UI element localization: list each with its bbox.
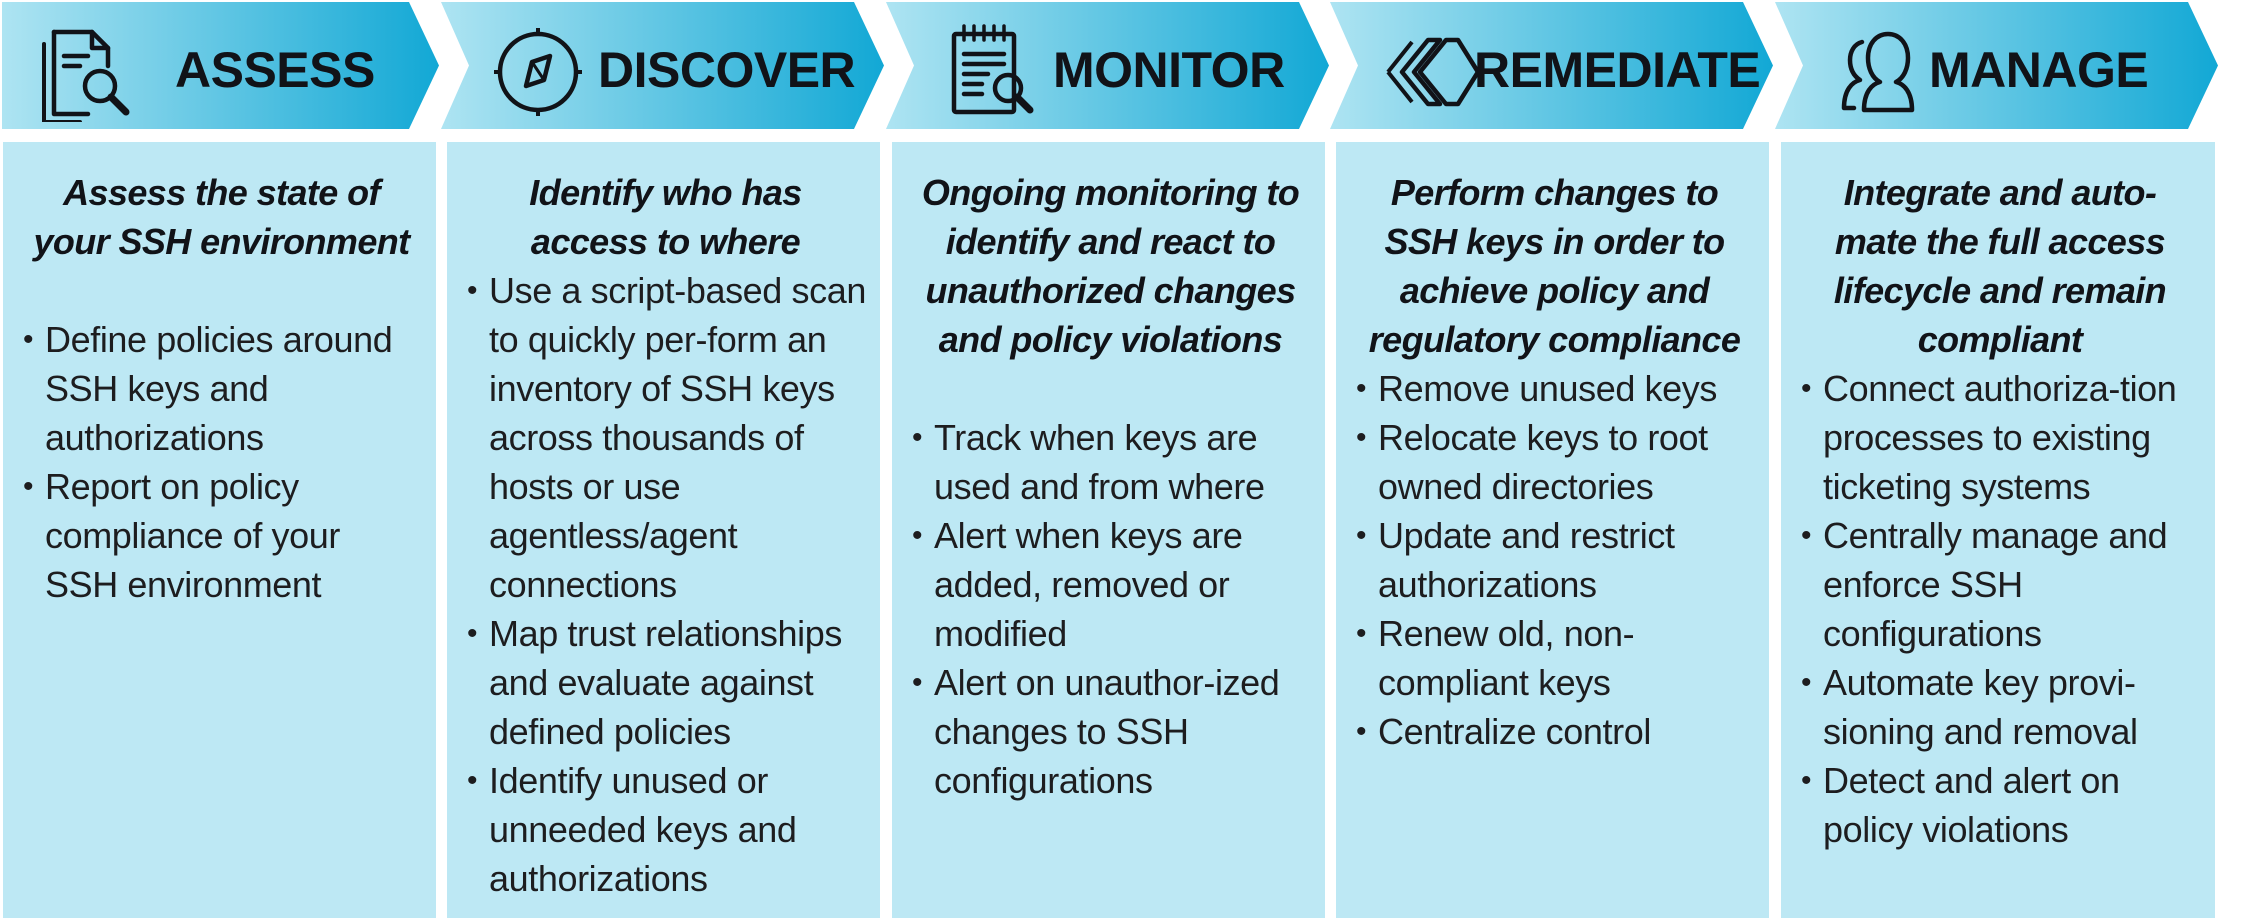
bullet-item: Remove unused keys (1354, 364, 1755, 413)
bullet-item: Detect and alert on policy violations (1799, 756, 2201, 854)
bullet-item: Relocate keys to root owned directories (1354, 413, 1755, 511)
phase-panel-manage: Integrate and auto-mate the full access … (1781, 142, 2215, 918)
bullet-item: Alert on unauthor-ized changes to SSH co… (910, 658, 1311, 805)
bullet-item: Renew old, non-compliant keys (1354, 609, 1755, 707)
users-icon (1832, 22, 1932, 122)
bullet-item: Use a script-based scan to quickly per-f… (465, 266, 866, 609)
phase-arrow-discover (441, 2, 884, 129)
phase-title-discover: DISCOVER (598, 42, 856, 98)
phase-title-monitor: MONITOR (1053, 42, 1285, 98)
phase-bullets-remediate: Remove unused keysRelocate keys to root … (1354, 364, 1755, 756)
notepad-magnifier-icon (942, 20, 1042, 120)
document-magnifier-icon (36, 22, 136, 122)
stacked-diamonds-icon (1382, 22, 1482, 122)
bullet-item: Track when keys are used and from where (910, 413, 1311, 511)
phase-heading-manage: Integrate and auto-mate the full access … (1833, 172, 2167, 360)
bullet-item: Identify unused or unneeded keys and aut… (465, 756, 866, 903)
bullet-item: Centrally manage and enforce SSH configu… (1799, 511, 2201, 658)
phase-bullets-assess: Define policies around SSH keys and auth… (21, 315, 422, 609)
phase-panel-assess: Assess the state of your SSH environment… (3, 142, 436, 918)
phase-heading-remediate: Perform changes to SSH keys in order to … (1368, 172, 1741, 360)
bullet-item: Automate key provi-sioning and removal (1799, 658, 2201, 756)
bullet-item: Centralize control (1354, 707, 1755, 756)
phase-title-manage: MANAGE (1929, 42, 2149, 98)
phase-bullets-manage: Connect authoriza-tion processes to exis… (1799, 364, 2201, 854)
bullet-item: Define policies around SSH keys and auth… (21, 315, 422, 462)
phase-bullets-discover: Use a script-based scan to quickly per-f… (465, 266, 866, 903)
phase-title-assess: ASSESS (175, 42, 375, 98)
bullet-item: Update and restrict authorizations (1354, 511, 1755, 609)
bullet-item: Report on policy compliance of your SSH … (21, 462, 422, 609)
phase-panel-discover: Identify who has access to where Use a s… (447, 142, 880, 918)
phase-heading-monitor: Ongoing monitoring to identify and react… (921, 172, 1300, 360)
phase-heading-discover: Identify who has access to where (529, 172, 802, 262)
phase-bullets-monitor: Track when keys are used and from whereA… (910, 413, 1311, 805)
compass-icon (488, 22, 588, 122)
phase-panel-monitor: Ongoing monitoring to identify and react… (892, 142, 1325, 918)
bullet-item: Map trust relationships and evaluate aga… (465, 609, 866, 756)
bullet-item: Connect authoriza-tion processes to exis… (1799, 364, 2201, 511)
phase-heading-assess: Assess the state of your SSH environment (33, 172, 410, 262)
phase-title-remediate: REMEDIATE (1474, 42, 1761, 98)
bullet-item: Alert when keys are added, removed or mo… (910, 511, 1311, 658)
phase-panel-remediate: Perform changes to SSH keys in order to … (1336, 142, 1769, 918)
phase-arrow-band: ASSESS DISCOVER (0, 0, 2258, 131)
